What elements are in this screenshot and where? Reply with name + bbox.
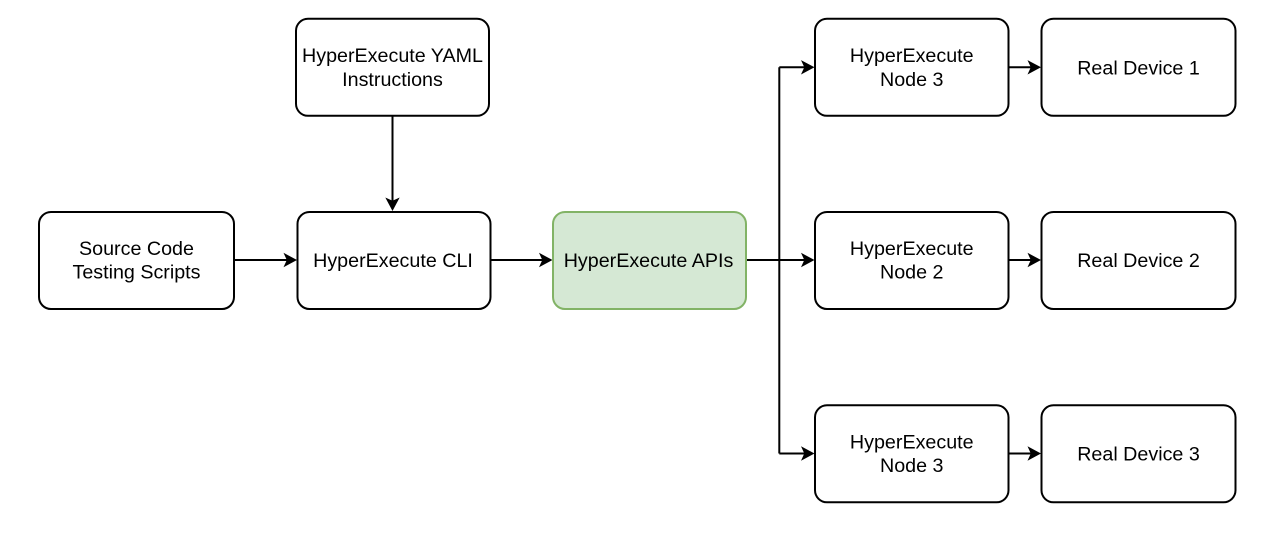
svg-text:Real Device 3: Real Device 3 <box>1077 444 1200 466</box>
svg-text:HyperExecute CLI: HyperExecute CLI <box>313 250 473 272</box>
svg-text:Real Device 2: Real Device 2 <box>1077 250 1200 272</box>
svg-text:HyperExecute: HyperExecute <box>850 45 974 67</box>
svg-text:Testing Scripts: Testing Scripts <box>72 262 200 284</box>
svg-text:Source Code: Source Code <box>79 238 194 260</box>
svg-text:Node 3: Node 3 <box>880 455 944 477</box>
svg-text:Node 3: Node 3 <box>880 69 944 91</box>
svg-text:Node 2: Node 2 <box>880 262 944 284</box>
svg-text:HyperExecute APIs: HyperExecute APIs <box>564 250 734 272</box>
svg-text:Real Device 1: Real Device 1 <box>1077 57 1200 79</box>
svg-text:HyperExecute: HyperExecute <box>850 238 974 260</box>
svg-text:HyperExecute YAML: HyperExecute YAML <box>302 45 483 67</box>
svg-text:HyperExecute: HyperExecute <box>850 431 974 453</box>
svg-text:Instructions: Instructions <box>342 69 443 91</box>
